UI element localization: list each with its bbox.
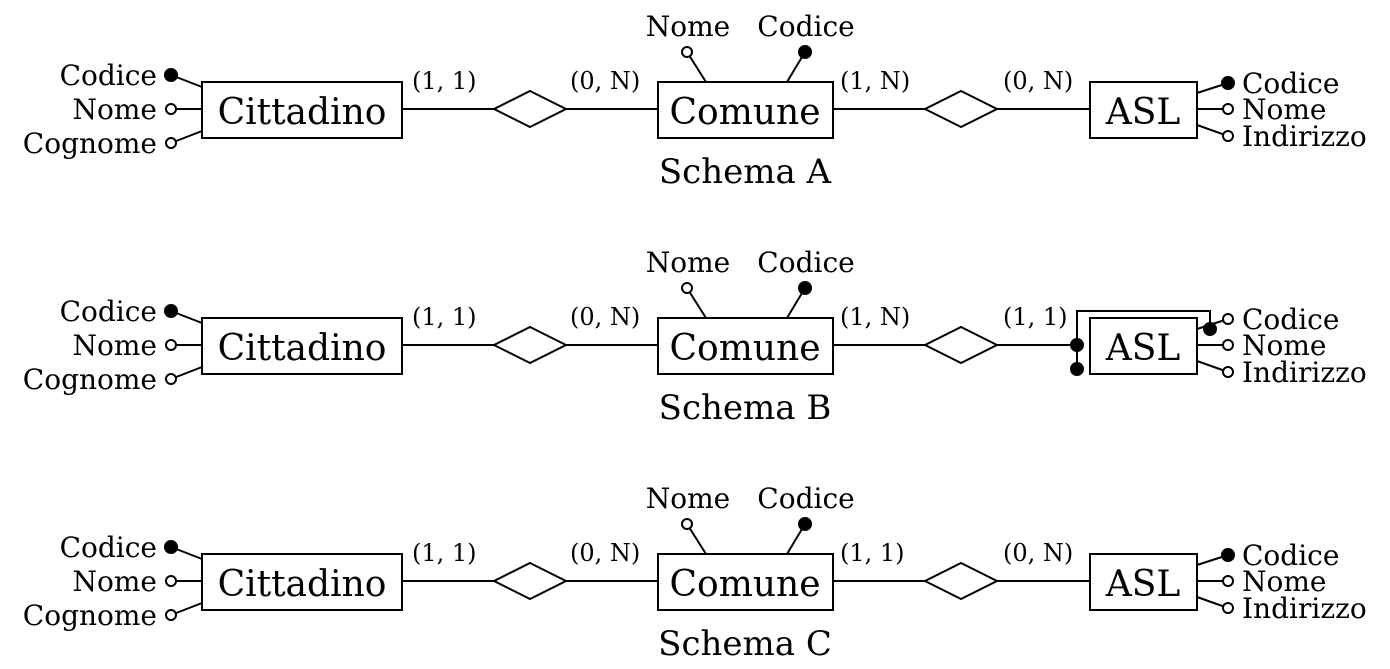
attribute-label: Codice <box>60 531 157 564</box>
schema-title: Schema A <box>659 152 832 192</box>
cardinality-label: (0, N) <box>570 303 640 331</box>
attribute-label: Nome <box>646 482 730 515</box>
attribute-label: Codice <box>60 295 157 328</box>
attribute-marker <box>1222 366 1234 378</box>
attribute-label: Codice <box>60 59 157 92</box>
key-attribute-marker <box>798 517 812 531</box>
entity-comune-label: Comune <box>669 328 820 369</box>
entity-comune-label: Comune <box>669 564 820 605</box>
attribute-label: Nome <box>73 329 157 362</box>
entity-cittadino-label: Cittadino <box>218 564 387 605</box>
attribute-marker <box>1222 313 1234 325</box>
key-attribute-marker <box>1221 548 1235 562</box>
entity-comune <box>657 81 834 139</box>
attribute-label: Cognome <box>23 599 157 632</box>
entity-cittadino <box>201 317 403 375</box>
attribute-marker <box>681 282 693 294</box>
attribute-marker <box>681 518 693 530</box>
entity-comune <box>657 317 834 375</box>
attribute-marker <box>1222 103 1234 115</box>
attribute-label: Cognome <box>23 363 157 396</box>
cardinality-label: (1, 1) <box>412 303 477 331</box>
attribute-label: Codice <box>757 482 854 515</box>
attribute-label: Codice <box>1242 303 1339 336</box>
attribute-marker <box>1222 130 1234 142</box>
schema-title: Schema C <box>658 624 832 664</box>
key-attribute-marker <box>798 45 812 59</box>
attribute-marker <box>165 137 177 149</box>
attribute-label: Nome <box>1242 329 1326 362</box>
attribute-label: Codice <box>757 246 854 279</box>
cardinality-label: (1, 1) <box>412 539 477 567</box>
attribute-marker <box>165 339 177 351</box>
attribute-label: Nome <box>73 565 157 598</box>
relationship-diamond <box>922 325 1000 365</box>
attribute-label: Indirizzo <box>1242 592 1367 625</box>
entity-cittadino-label: Cittadino <box>218 92 387 133</box>
entity-cittadino <box>201 81 403 139</box>
attribute-label: Indirizzo <box>1242 356 1367 389</box>
relationship-diamond <box>491 325 569 365</box>
entity-asl-label: ASL <box>1105 92 1181 133</box>
key-attribute-marker <box>164 540 178 554</box>
attribute-label: Nome <box>646 246 730 279</box>
schema-title: Schema B <box>659 388 832 428</box>
entity-asl <box>1089 553 1198 611</box>
attribute-label: Nome <box>1242 93 1326 126</box>
attribute-label: Cognome <box>23 127 157 160</box>
attribute-label: Nome <box>646 10 730 43</box>
entity-asl-label: ASL <box>1105 328 1181 369</box>
cardinality-label: (1, N) <box>840 303 910 331</box>
identifier-junction-marker <box>1203 322 1217 336</box>
relationship-diamond <box>491 89 569 129</box>
attribute-marker <box>1222 575 1234 587</box>
external-identifier-marker <box>1070 362 1084 376</box>
key-attribute-marker <box>798 281 812 295</box>
cardinality-label: (0, N) <box>1003 539 1073 567</box>
entity-comune-label: Comune <box>669 92 820 133</box>
cardinality-label: (0, N) <box>1003 67 1073 95</box>
key-attribute-marker <box>164 68 178 82</box>
attribute-marker <box>681 46 693 58</box>
relationship-diamond <box>491 561 569 601</box>
attribute-label: Codice <box>1242 539 1339 572</box>
attribute-marker <box>165 609 177 621</box>
attribute-label: Codice <box>757 10 854 43</box>
attribute-marker <box>165 575 177 587</box>
cardinality-label: (1, 1) <box>840 539 905 567</box>
entity-asl <box>1089 81 1198 139</box>
entity-asl-label: ASL <box>1105 564 1181 605</box>
key-attribute-marker <box>1221 76 1235 90</box>
cardinality-label: (1, 1) <box>1003 303 1068 331</box>
attribute-label: Nome <box>73 93 157 126</box>
attribute-marker <box>165 373 177 385</box>
attribute-marker <box>1222 602 1234 614</box>
cardinality-label: (0, N) <box>570 67 640 95</box>
relationship-diamond <box>922 89 1000 129</box>
entity-cittadino-label: Cittadino <box>218 328 387 369</box>
cardinality-label: (0, N) <box>570 539 640 567</box>
key-attribute-marker <box>164 304 178 318</box>
relationship-diamond <box>922 561 1000 601</box>
attribute-marker <box>165 103 177 115</box>
entity-comune <box>657 553 834 611</box>
attribute-label: Nome <box>1242 565 1326 598</box>
attribute-label: Indirizzo <box>1242 120 1367 153</box>
attribute-marker <box>1222 339 1234 351</box>
cardinality-label: (1, 1) <box>412 67 477 95</box>
attribute-label: Codice <box>1242 67 1339 100</box>
cardinality-label: (1, N) <box>840 67 910 95</box>
